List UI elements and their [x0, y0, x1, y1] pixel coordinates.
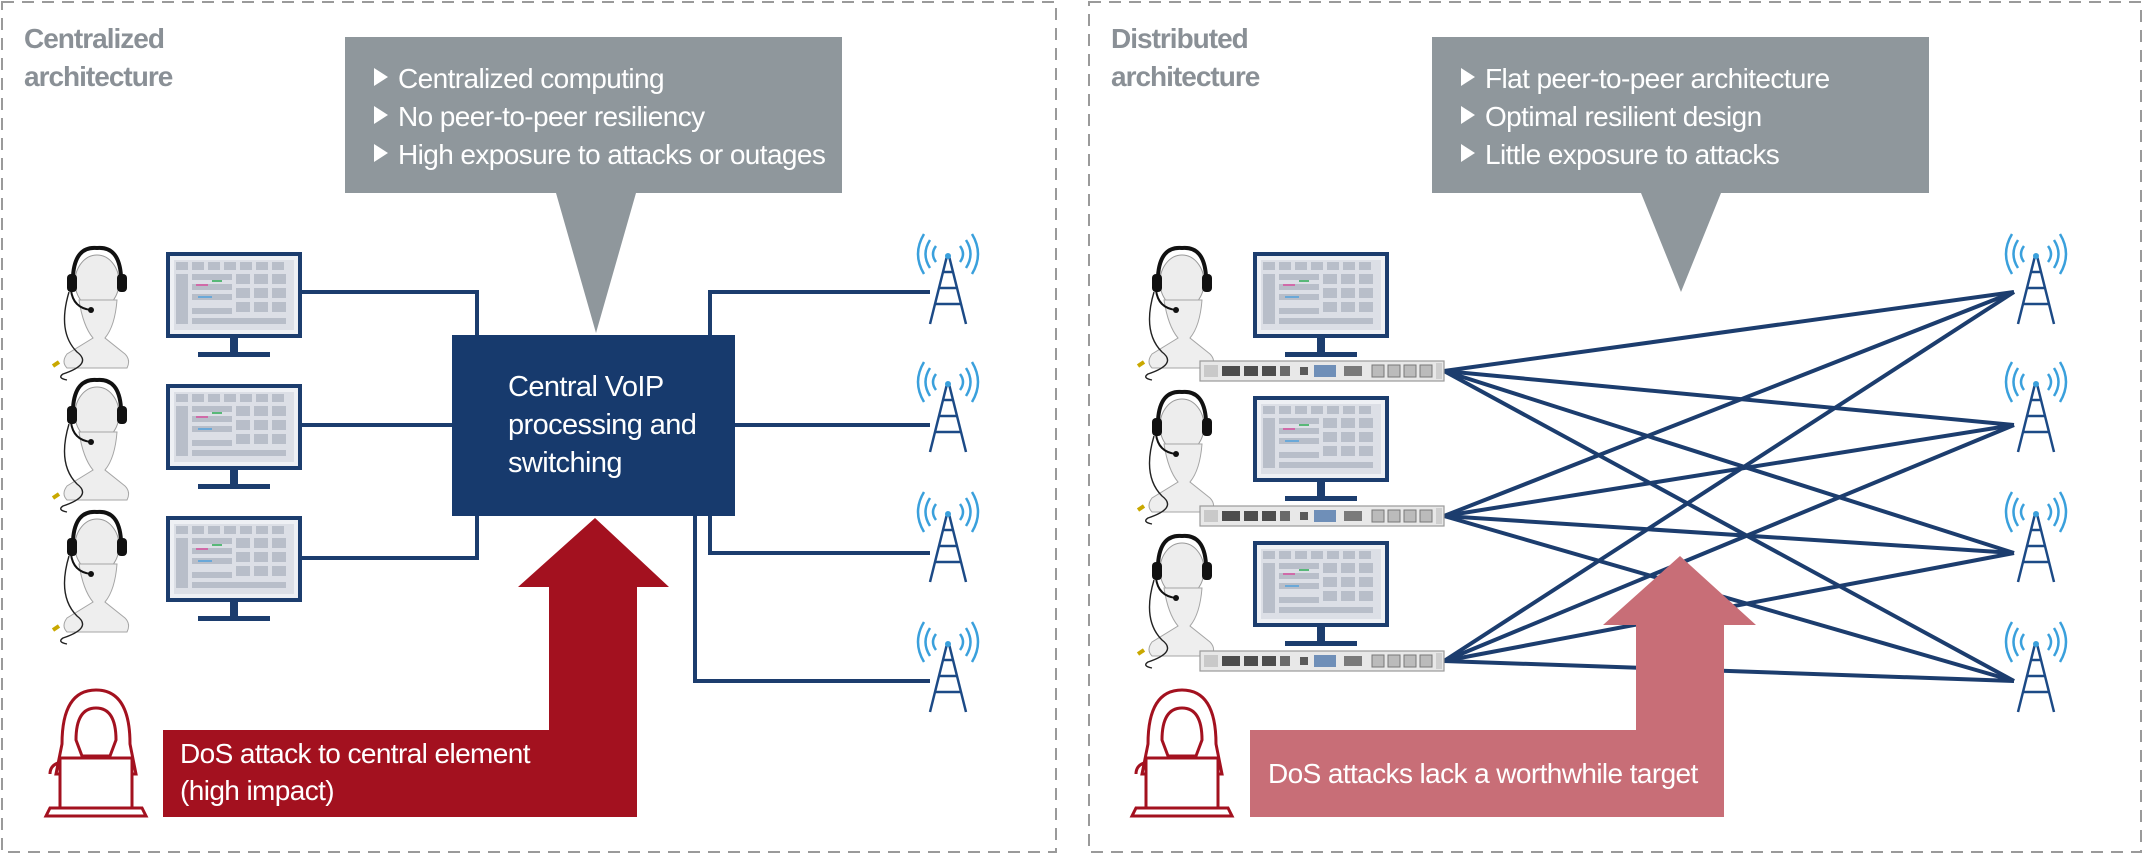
rack-gateway-unit-icon: [1199, 650, 1445, 672]
radio-tower-icon: [2004, 360, 2068, 454]
attack-text-line: DoS attack to central element: [180, 738, 531, 769]
centralized-title-line2: architecture: [24, 61, 173, 92]
centralized-bullet: No peer-to-peer resiliency: [398, 101, 705, 132]
centralized-panel-border: [1, 1, 1057, 853]
headset-operator-icon: [1136, 245, 1216, 382]
bullet-arrow-icon: [374, 144, 388, 162]
peer-to-peer-mesh-links: [1442, 290, 2016, 683]
rack-gateway-unit-icon: [1199, 360, 1445, 382]
centralized-links: [296, 290, 930, 683]
bullet-arrow-icon: [1461, 68, 1475, 86]
radio-tower-icon: [2004, 490, 2068, 584]
attack-text-line: (high impact): [180, 775, 334, 806]
distributed-panel-border: [1088, 1, 2142, 853]
central-voip-box: [452, 335, 735, 516]
radio-tower-icon: [2004, 232, 2068, 326]
central-box-line: switching: [508, 447, 622, 479]
touchscreen-monitor-icon: [1253, 252, 1389, 359]
headset-operator-icon: [1136, 389, 1216, 526]
distributed-bullets: Flat peer-to-peer architecture Optimal r…: [1461, 63, 1830, 170]
headset-operator-icon: [51, 377, 131, 514]
distributed-bullet: Flat peer-to-peer architecture: [1485, 63, 1830, 94]
bullet-arrow-icon: [374, 68, 388, 86]
touchscreen-monitor-icon: [166, 252, 302, 359]
centralized-title-line1: Centralized: [24, 23, 164, 54]
radio-tower-icon: [916, 360, 980, 454]
bullet-arrow-icon: [374, 106, 388, 124]
hooded-hacker-laptop-icon: [44, 688, 148, 818]
distributed-title-line2: architecture: [1111, 61, 1260, 92]
dos-attack-arrow-high-impact: [163, 518, 669, 817]
touchscreen-monitor-icon: [1253, 541, 1389, 648]
headset-operator-icon: [1136, 533, 1216, 670]
touchscreen-monitor-icon: [166, 516, 302, 623]
distributed-bullet: Little exposure to attacks: [1485, 139, 1779, 170]
dos-attack-arrow-low-impact: [1250, 556, 1756, 817]
radio-tower-icon: [916, 620, 980, 714]
central-box-line: processing and: [508, 409, 696, 441]
centralized-bullet: Centralized computing: [398, 63, 664, 94]
bullet-arrow-icon: [1461, 106, 1475, 124]
headset-operator-icon: [51, 509, 131, 646]
distributed-callout: [1432, 37, 1929, 292]
distributed-attack-text: DoS attacks lack a worthwhile target: [1268, 758, 1699, 789]
central-box-line: Central VoIP: [508, 371, 664, 403]
bullet-arrow-icon: [1461, 144, 1475, 162]
touchscreen-monitor-icon: [166, 384, 302, 491]
centralized-bullets: Centralized computing No peer-to-peer re…: [374, 63, 826, 170]
radio-tower-icon: [916, 232, 980, 326]
rack-gateway-unit-icon: [1199, 505, 1445, 527]
distributed-title-line1: Distributed: [1111, 23, 1248, 54]
touchscreen-monitor-icon: [1253, 396, 1389, 503]
centralized-panel: Centralized architecture Centralized com…: [24, 23, 980, 818]
headset-operator-icon: [51, 245, 131, 382]
centralized-callout: [345, 37, 842, 333]
hooded-hacker-laptop-icon: [1130, 688, 1234, 818]
centralized-bullet: High exposure to attacks or outages: [398, 139, 825, 170]
distributed-panel: Distributed architecture Flat peer-to-pe…: [1111, 23, 2068, 818]
radio-tower-icon: [2004, 620, 2068, 714]
distributed-bullet: Optimal resilient design: [1485, 101, 1762, 132]
radio-tower-icon: [916, 490, 980, 584]
